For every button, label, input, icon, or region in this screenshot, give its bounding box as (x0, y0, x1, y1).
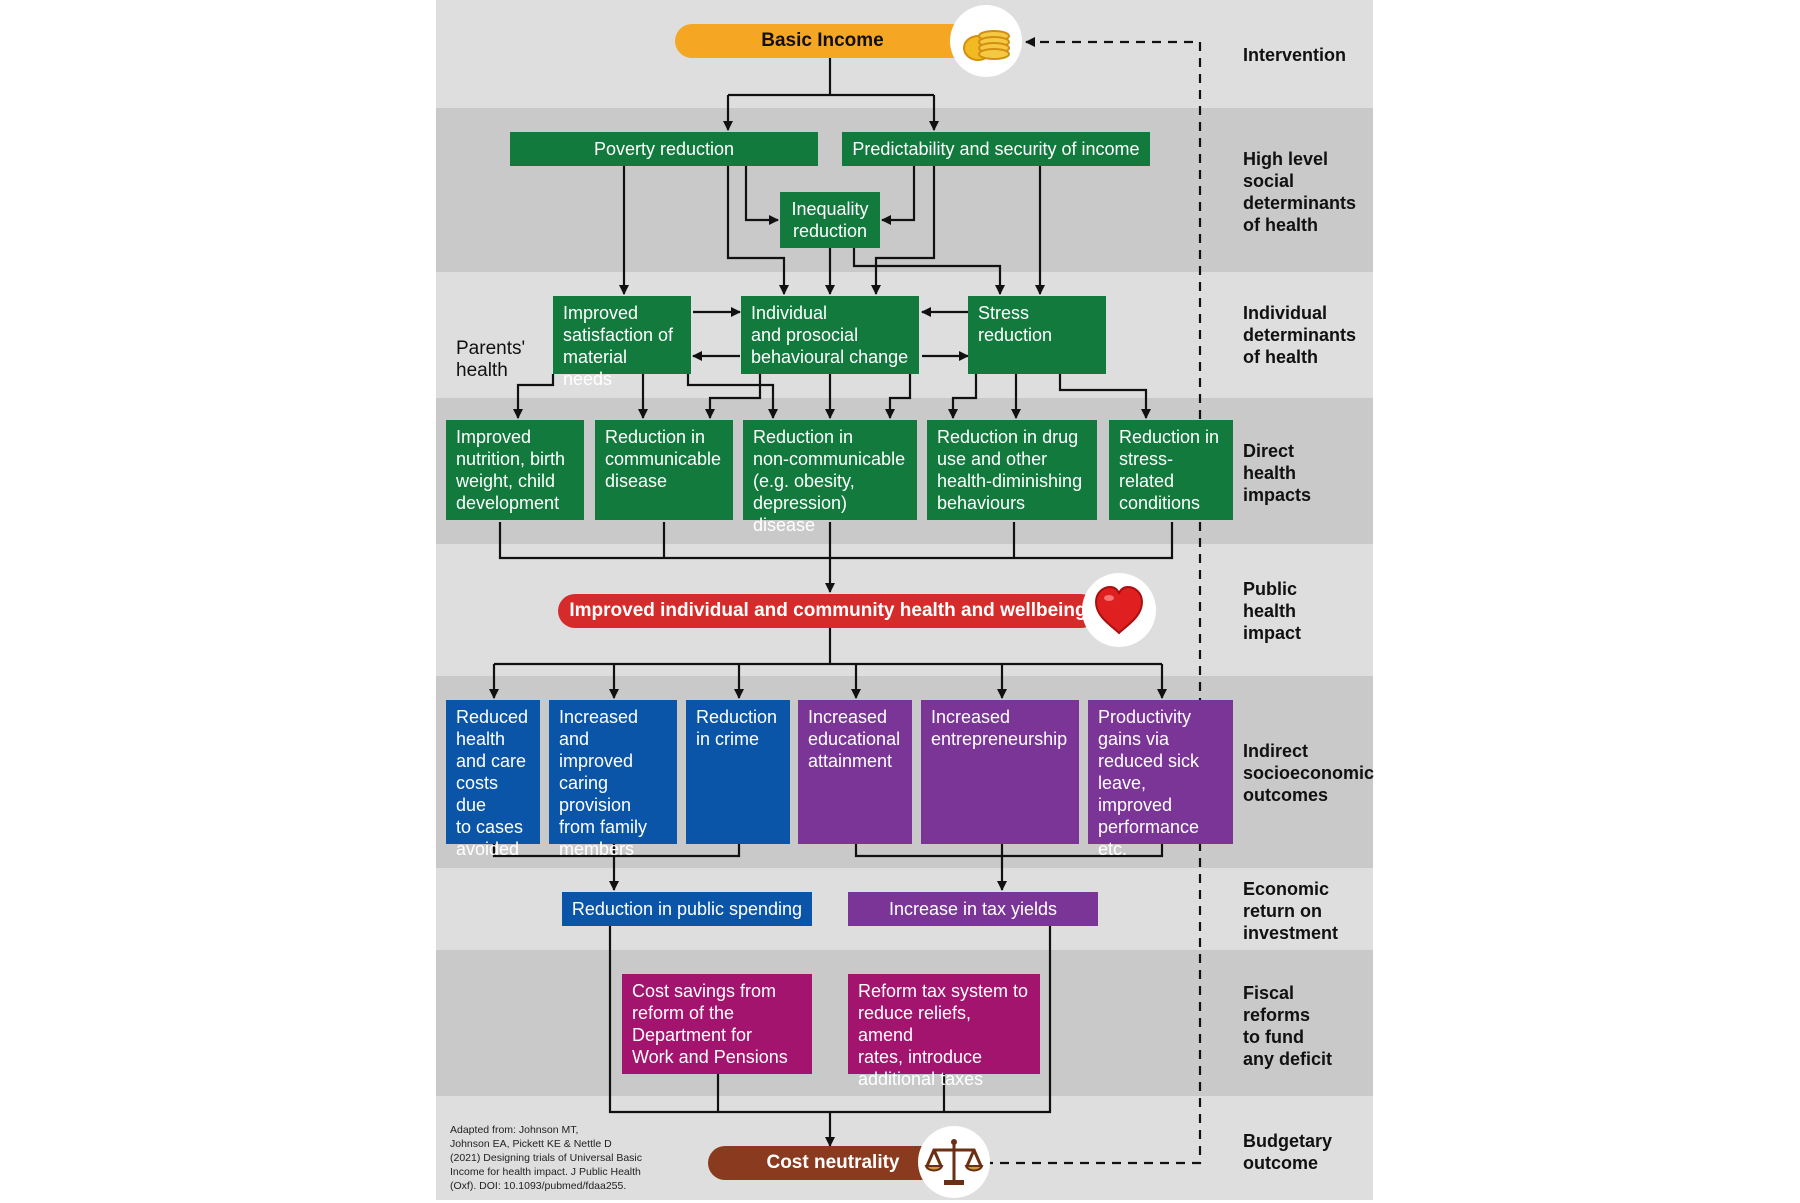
heart-icon (1082, 573, 1156, 647)
scales-icon (918, 1126, 990, 1198)
stage-direct: Direct health impacts (1243, 441, 1312, 505)
caring-provision-box: Increased and improved caring provision … (549, 700, 677, 859)
wellbeing-pill: Improved individual and community health… (558, 594, 1098, 628)
basic-income-label: Basic Income (761, 30, 884, 51)
productivity-box: Productivity gains via reduced sick leav… (1088, 700, 1233, 859)
stress-reduction-box: Stress reduction (968, 296, 1106, 374)
crime-box: Reduction in crime (686, 700, 790, 844)
coins-icon (950, 5, 1022, 77)
behavioural-change-box: Individual and prosocial behavioural cha… (741, 296, 919, 374)
non-communicable-disease-box: Reduction in non-communicable (e.g. obes… (743, 420, 917, 535)
stage-fiscal: Fiscal reforms to fund any deficit (1243, 983, 1333, 1069)
tax-reform-box: Reform tax system to reduce reliefs, ame… (848, 974, 1040, 1089)
poverty-reduction-box: Poverty reduction (510, 132, 818, 166)
nutrition-box: Improved nutrition, birth weight, child … (446, 420, 584, 520)
drug-use-box: Reduction in drug use and other health-d… (927, 420, 1097, 520)
education-box: Increased educational attainment (798, 700, 912, 844)
stage-individual: Individual determinants of health (1243, 303, 1357, 367)
inequality-reduction-box: Inequality reduction (780, 192, 880, 248)
dwp-savings-box: Cost savings from reform of the Departme… (622, 974, 812, 1074)
wellbeing-label: Improved individual and community health… (569, 600, 1087, 621)
cost-neutrality-pill: Cost neutrality (708, 1146, 958, 1180)
communicable-disease-box: Reduction in communicable disease (595, 420, 733, 520)
stage-intervention: Intervention (1243, 45, 1347, 65)
improved-satisfaction-box: Improved satisfaction of material needs (553, 296, 691, 389)
stage-economic: Economic return on investment (1243, 879, 1339, 943)
tax-yields-box: Increase in tax yields (848, 892, 1098, 926)
stage-public-health: Public health impact (1243, 579, 1302, 643)
source-citation: Adapted from: Johnson MT, Johnson EA, Pi… (450, 1124, 642, 1192)
parents-health-label: Parents' health (456, 338, 526, 381)
health-costs-box: Reduced health and care costs due to cas… (446, 700, 540, 859)
predictability-box: Predictability and security of income (842, 132, 1150, 166)
stress-conditions-box: Reduction in stress-related conditions (1109, 420, 1233, 520)
stage-budgetary: Budgetary outcome (1243, 1131, 1333, 1173)
public-spending-box: Reduction in public spending (562, 892, 812, 926)
stage-high-level: High level social determinants of health (1243, 149, 1357, 235)
stage-indirect: Indirect socioeconomic outcomes (1243, 741, 1375, 805)
basic-income-pill: Basic Income (675, 24, 970, 58)
entrepreneurship-box: Increased entrepreneurship (921, 700, 1079, 844)
cost-neutrality-label: Cost neutrality (766, 1152, 900, 1173)
